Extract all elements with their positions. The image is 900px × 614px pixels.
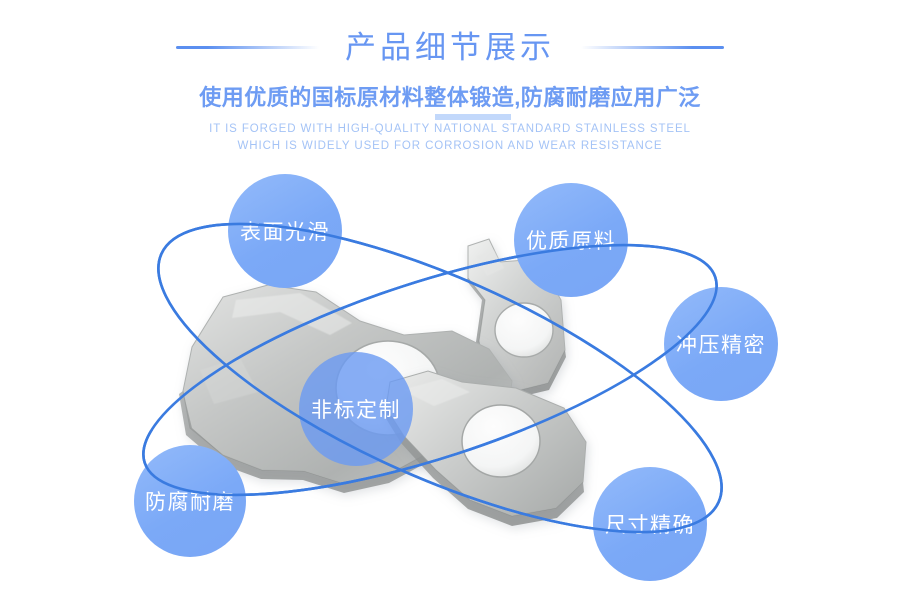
subtitle-chinese-text: 使用优质的国标原材料整体锻造,防腐耐磨应用广泛 (199, 85, 701, 110)
page-title: 产品细节展示 (345, 29, 555, 65)
subtitle-highlight-bar (435, 114, 512, 120)
feature-bubble-anti-corrosion[interactable]: 防腐耐磨 (134, 445, 246, 557)
feature-bubble-custom-nonstandard[interactable]: 非标定制 (299, 352, 413, 466)
feature-label-anti-corrosion: 防腐耐磨 (145, 491, 235, 514)
title-rule-right (581, 45, 724, 49)
subtitle-chinese: 使用优质的国标原材料整体锻造,防腐耐磨应用广泛 (199, 84, 701, 120)
subtitle-english-line-1: IT IS FORGED WITH HIGH-QUALITY NATIONAL … (209, 122, 691, 135)
subtitle-english: IT IS FORGED WITH HIGH-QUALITY NATIONAL … (209, 121, 691, 157)
title-row: 产品细节展示 (0, 24, 900, 70)
feature-bubble-surface-smooth[interactable]: 表面光滑 (228, 174, 342, 288)
feature-label-surface-smooth: 表面光滑 (240, 221, 330, 244)
banner-header: 产品细节展示 使用优质的国标原材料整体锻造,防腐耐磨应用广泛 IT IS FOR… (0, 0, 900, 170)
feature-bubble-quality-material[interactable]: 优质原料 (514, 183, 628, 297)
feature-label-precision-stamping: 冲压精密 (676, 334, 766, 357)
subtitle-english-line-2: WHICH IS WIDELY USED FOR CORROSION AND W… (237, 140, 663, 153)
title-rule-left (176, 45, 319, 49)
subtitle-block: 使用优质的国标原材料整体锻造,防腐耐磨应用广泛 IT IS FORGED WIT… (0, 84, 900, 156)
feature-label-custom-nonstandard: 非标定制 (311, 399, 401, 422)
feature-bubble-precision-stamping[interactable]: 冲压精密 (664, 287, 778, 401)
